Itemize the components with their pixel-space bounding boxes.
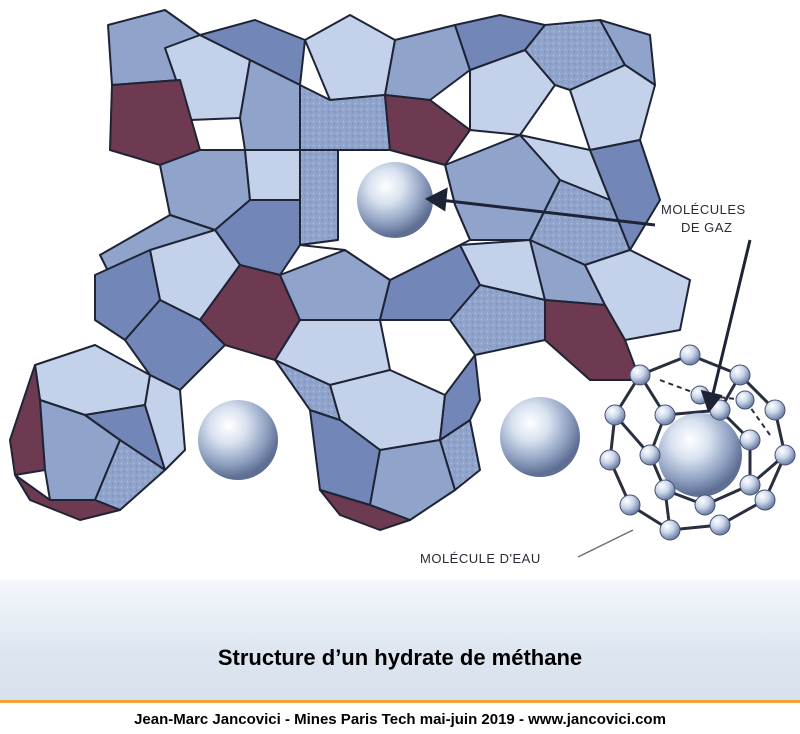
gas-molecules-label-line1: MOLÉCULES [661,202,746,217]
cage-face [14,474,121,521]
gas-molecule-left [198,400,278,480]
cage-face [199,19,306,86]
clathrate-figure: MOLÉCULES DE GAZ MOLÉCULE D'EAU [9,9,796,566]
cage-face [144,374,186,471]
orange-divider [0,700,800,703]
annotation-arrows [424,187,752,414]
footer-band [0,703,800,734]
gas-molecule-in-cage [658,413,742,497]
cage-face [369,439,456,521]
cage-face [304,14,396,101]
methane-hydrate-diagram: MOLÉCULES DE GAZ MOLÉCULE D'EAU [9,9,796,566]
slide-title: Structure d’un hydrate de méthane [217,645,583,670]
cage-face [299,149,339,246]
cage-face [244,149,301,201]
arrow-head [700,389,723,414]
caption-band [0,580,800,702]
cage-face [274,359,341,421]
cage-face [439,354,481,441]
cage-face [319,489,411,531]
gas-molecule-center [357,162,433,238]
water-molecule-label: MOLÉCULE D'EAU [420,551,541,566]
cage-face [384,24,471,101]
ball-stick-cage [599,344,796,541]
arrow-head [424,187,448,212]
cage-face [384,94,471,166]
cage-face [449,284,546,356]
gas-molecules-label-line2: DE GAZ [681,220,732,235]
cage-network [9,9,691,531]
water-molecule-leader [577,529,634,558]
slide-footer: Jean-Marc Jancovici - Mines Paris Tech m… [134,711,666,728]
cage-face [569,64,656,151]
gas-molecule-right [500,397,580,477]
